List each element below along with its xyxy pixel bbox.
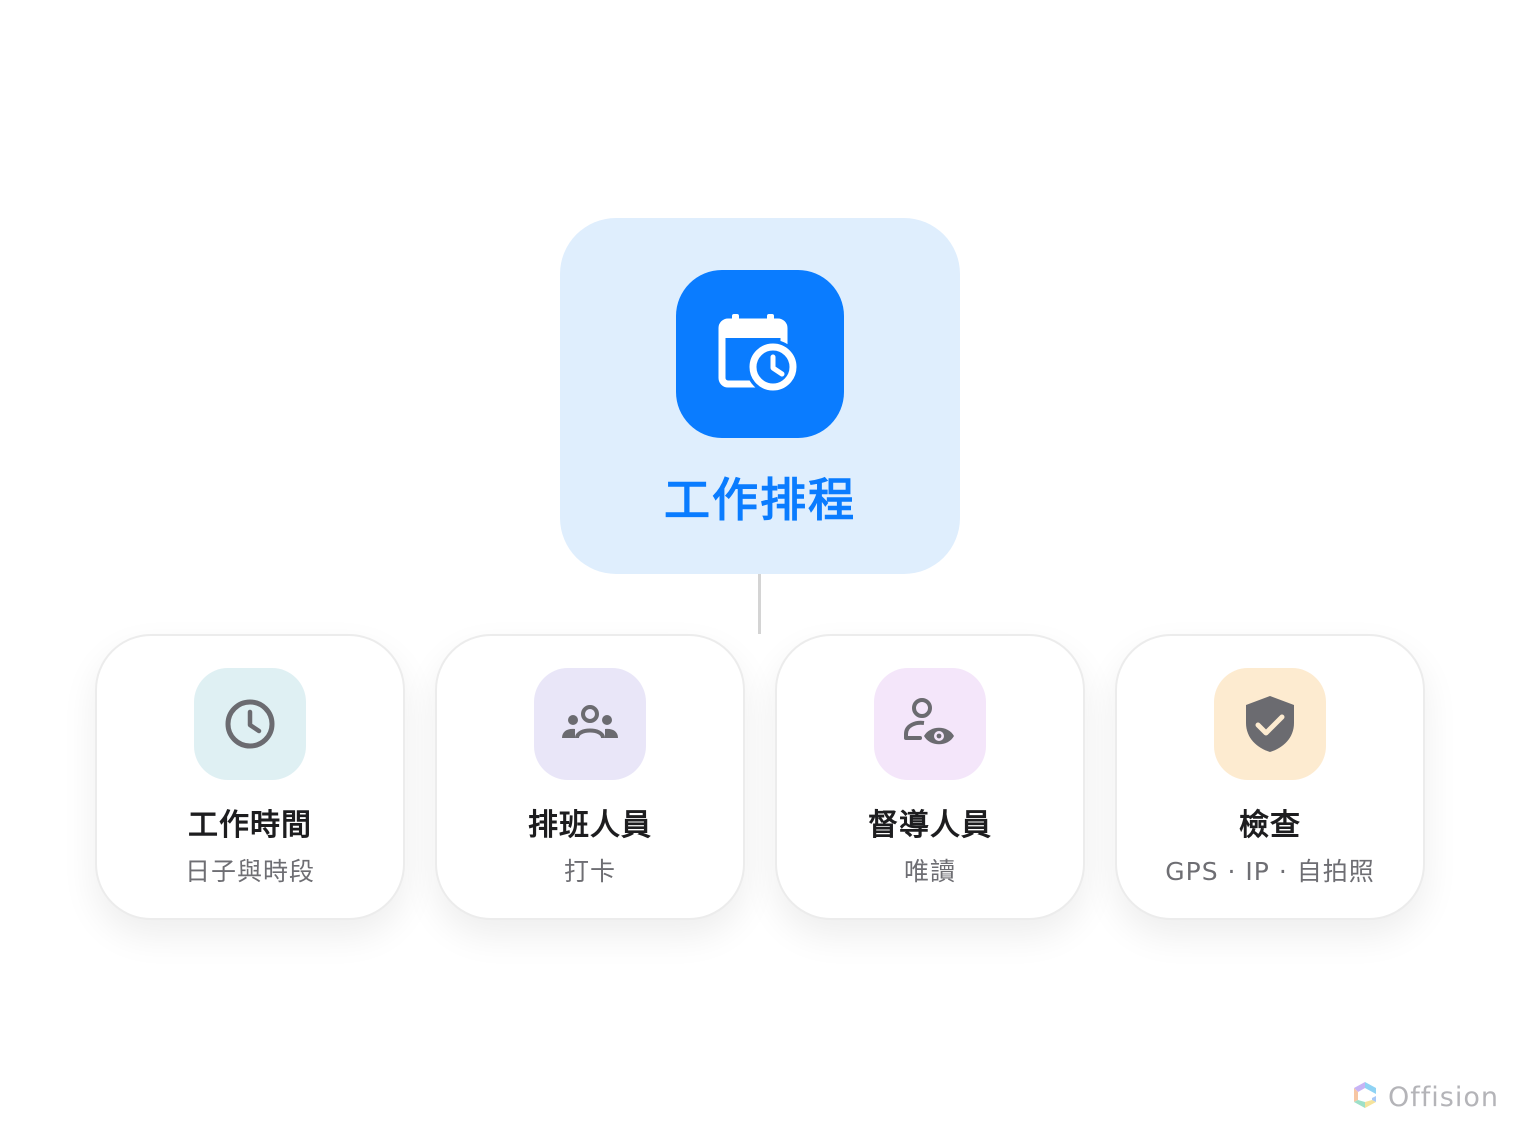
child-node-title: 督導人員	[868, 808, 992, 843]
child-node-title: 工作時間	[188, 808, 312, 843]
offision-logo-icon	[1352, 1080, 1378, 1114]
child-node-work-hours: 工作時間 日子與時段	[95, 634, 405, 920]
child-node-title: 排班人員	[528, 808, 652, 843]
connector-line	[758, 574, 761, 634]
child-node-checks: 檢查 GPS · IP · 自拍照	[1115, 634, 1425, 920]
child-node-subtitle: 日子與時段	[184, 857, 315, 886]
root-node-title: 工作排程	[664, 473, 856, 527]
child-node-subtitle: 打卡	[563, 857, 616, 886]
shield-check-icon	[1214, 668, 1326, 780]
calendar-clock-icon	[676, 270, 844, 438]
child-node-supervisors: 督導人員 唯讀	[775, 634, 1085, 920]
child-node-subtitle: GPS · IP · 自拍照	[1165, 857, 1375, 886]
person-eye-icon	[874, 668, 986, 780]
root-node-card: 工作排程	[560, 218, 960, 574]
brand-name: Offision	[1388, 1081, 1499, 1113]
group-icon	[534, 668, 646, 780]
clock-icon	[194, 668, 306, 780]
child-node-title: 檢查	[1239, 808, 1301, 843]
brand-watermark: Offision	[1352, 1080, 1499, 1114]
child-node-subtitle: 唯讀	[903, 857, 956, 886]
child-node-shift-staff: 排班人員 打卡	[435, 634, 745, 920]
